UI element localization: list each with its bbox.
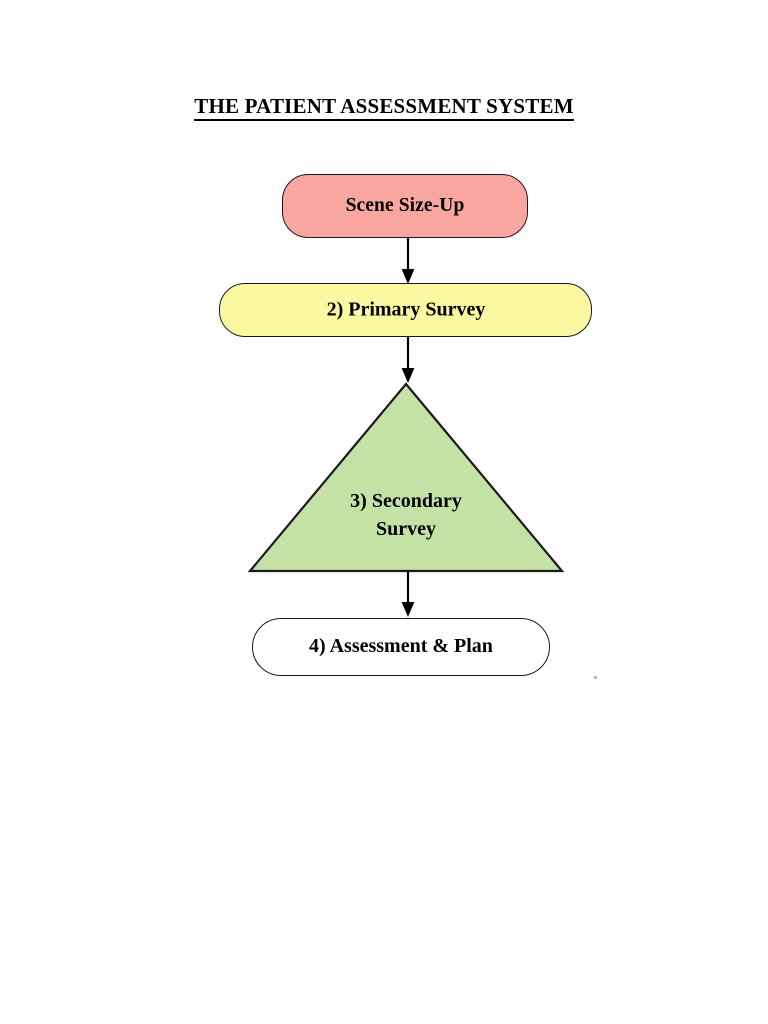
- node-assessment-and-plan[interactable]: 4) Assessment & Plan: [252, 618, 552, 679]
- arrow-secondary-to-assessment: [398, 570, 418, 620]
- arrow-scene-to-primary: [398, 237, 418, 285]
- scan-artifact-dot: [594, 676, 597, 679]
- arrow-primary-to-secondary: [398, 336, 418, 384]
- node-secondary-survey-label: 3) Secondary Survey: [350, 490, 462, 540]
- node-scene-size-up[interactable]: Scene Size-Up: [282, 174, 528, 238]
- page-title: THE PATIENT ASSESSMENT SYSTEM: [0, 94, 768, 122]
- triangle-shape: [247, 382, 565, 573]
- node-primary-survey-label: 2) Primary Survey: [326, 298, 486, 321]
- node-secondary-survey[interactable]: 3) Secondary Survey: [246, 380, 566, 576]
- node-primary-survey[interactable]: 2) Primary Survey: [219, 283, 592, 340]
- page-title-text: THE PATIENT ASSESSMENT SYSTEM: [194, 94, 574, 122]
- node-scene-size-up-label: Scene Size-Up: [345, 194, 465, 216]
- node-assessment-and-plan-label: 4) Assessment & Plan: [309, 635, 493, 658]
